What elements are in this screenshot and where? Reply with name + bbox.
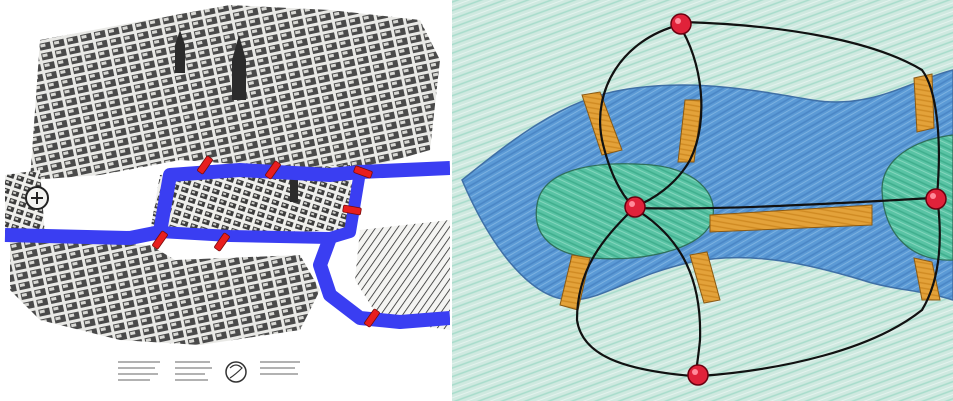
map-legend (110, 355, 320, 395)
city-map-illustration (0, 0, 450, 401)
vertex-north (671, 14, 691, 34)
graph-sketch-panel (452, 0, 953, 401)
vertex-south-highlight (692, 369, 698, 375)
vertex-east-highlight (930, 193, 936, 199)
vertex-south (688, 365, 708, 385)
vertex-east (926, 189, 946, 209)
city-map-panel (0, 0, 450, 401)
island-center (536, 164, 713, 259)
vertex-center (625, 197, 645, 217)
graph-sketch-illustration (452, 0, 953, 401)
vertex-center-highlight (629, 201, 635, 207)
vertex-north-highlight (675, 18, 681, 24)
